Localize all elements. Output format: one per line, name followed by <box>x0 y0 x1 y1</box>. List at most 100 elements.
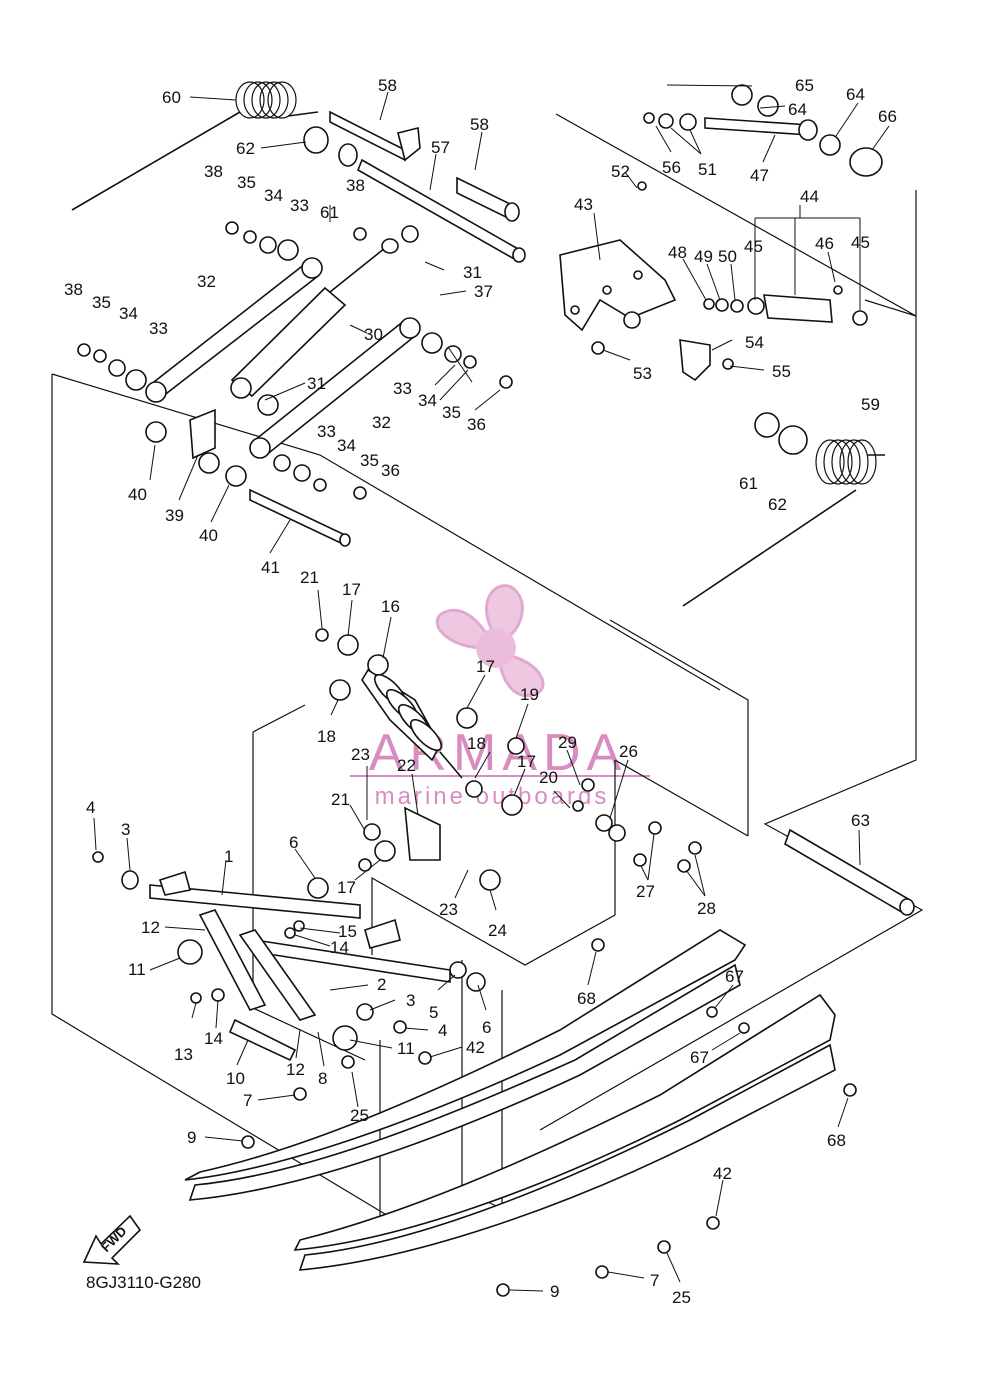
rear-bracket-43 <box>559 239 677 332</box>
part-label: 33 <box>393 379 412 398</box>
slide-rail-lower <box>293 993 836 1271</box>
part-label: 42 <box>713 1164 732 1183</box>
part-label: 34 <box>337 436 356 455</box>
part-label: 11 <box>128 960 146 979</box>
part-label: 13 <box>174 1045 193 1064</box>
part-label: 8 <box>318 1069 327 1088</box>
propeller-logo-icon <box>435 584 545 698</box>
part-label: 35 <box>237 173 256 192</box>
part-label: 40 <box>199 526 218 545</box>
part-label: 6 <box>482 1018 491 1037</box>
part-label: 3 <box>406 991 415 1010</box>
part-labels: 1 2 2 3 3 4 4 5 6 6 7 7 8 9 9 10 11 11 1… <box>64 76 897 1307</box>
part-label: 24 <box>488 921 507 940</box>
part-label: 53 <box>633 364 652 383</box>
shock-absorber-16 <box>361 654 463 779</box>
part-label: 11 <box>397 1039 415 1058</box>
part-label: 57 <box>431 138 450 157</box>
part-label: 35 <box>92 293 111 312</box>
part-label: 62 <box>236 139 255 158</box>
slide-rail-upper <box>184 929 747 1201</box>
part-label: 64 <box>788 100 807 119</box>
diagram-code: 8GJ3110-G280 <box>86 1273 201 1292</box>
part-label: 68 <box>577 989 596 1008</box>
part-label: 30 <box>364 325 383 344</box>
part-label: 26 <box>619 742 638 761</box>
part-label: 66 <box>878 107 897 126</box>
torsion-spring-left <box>71 81 319 211</box>
part-label: 6 <box>289 833 298 852</box>
part-label: 49 <box>694 247 713 266</box>
part-label: 15 <box>338 922 357 941</box>
part-label: 28 <box>697 899 716 918</box>
part-label: 45 <box>744 237 763 256</box>
part-label: 38 <box>64 280 83 299</box>
part-label: 4 <box>438 1021 447 1040</box>
part-label: 16 <box>381 597 400 616</box>
part-label: 14 <box>330 938 349 957</box>
part-label: 21 <box>300 568 319 587</box>
upper-shafts <box>249 110 915 916</box>
part-label: 17 <box>517 752 536 771</box>
part-label: 38 <box>346 176 365 195</box>
part-label: 23 <box>351 745 370 764</box>
damper-30 <box>230 238 399 399</box>
part-label: 1 <box>224 847 233 866</box>
part-label: 41 <box>261 558 280 577</box>
part-label: 22 <box>397 756 416 775</box>
part-label: 32 <box>372 413 391 432</box>
part-label: 25 <box>672 1288 691 1307</box>
part-label: 20 <box>539 768 558 787</box>
part-label: 65 <box>795 76 814 95</box>
part-label: 46 <box>815 234 834 253</box>
part-label: 23 <box>439 900 458 919</box>
part-label: 33 <box>149 319 168 338</box>
part-label: 42 <box>466 1038 485 1057</box>
part-label: 61 <box>320 203 339 222</box>
part-label: 56 <box>662 158 681 177</box>
part-label: 5 <box>429 1003 438 1022</box>
part-label: 47 <box>750 166 769 185</box>
part-label: 32 <box>197 272 216 291</box>
part-label: 62 <box>768 495 787 514</box>
part-label: 27 <box>636 882 655 901</box>
part-label: 12 <box>141 918 160 937</box>
part-label: 21 <box>331 790 350 809</box>
part-label: 34 <box>264 186 283 205</box>
part-label: 4 <box>86 798 95 817</box>
part-label: 45 <box>851 233 870 252</box>
watermark: ARMADA marine outboards <box>350 584 650 810</box>
part-label: 67 <box>690 1048 709 1067</box>
part-label: 59 <box>861 395 880 414</box>
part-label: 63 <box>851 811 870 830</box>
part-label: 51 <box>698 160 717 179</box>
part-label: 50 <box>718 247 737 266</box>
part-label: 25 <box>350 1106 369 1125</box>
part-label: 18 <box>467 734 486 753</box>
part-label: 14 <box>204 1029 223 1048</box>
part-label: 36 <box>467 415 486 434</box>
suspension-arms <box>145 257 421 459</box>
torsion-spring-right <box>682 439 885 607</box>
part-label: 31 <box>463 263 482 282</box>
part-label: 55 <box>772 362 791 381</box>
part-label: 34 <box>418 391 437 410</box>
part-label: 38 <box>204 162 223 181</box>
part-label: 33 <box>290 196 309 215</box>
part-label: 18 <box>317 727 336 746</box>
part-label: 36 <box>381 461 400 480</box>
part-label: 3 <box>121 820 130 839</box>
part-label: 33 <box>317 422 336 441</box>
part-label: 2 <box>377 975 386 994</box>
part-label: 64 <box>846 85 865 104</box>
part-label: 39 <box>165 506 184 525</box>
part-label: 35 <box>360 451 379 470</box>
part-label: 60 <box>162 88 181 107</box>
part-label: 52 <box>611 162 630 181</box>
part-label: 35 <box>442 403 461 422</box>
part-label: 12 <box>286 1060 305 1079</box>
part-label: 58 <box>470 115 489 134</box>
part-label: 48 <box>668 243 687 262</box>
part-label: 43 <box>574 195 593 214</box>
